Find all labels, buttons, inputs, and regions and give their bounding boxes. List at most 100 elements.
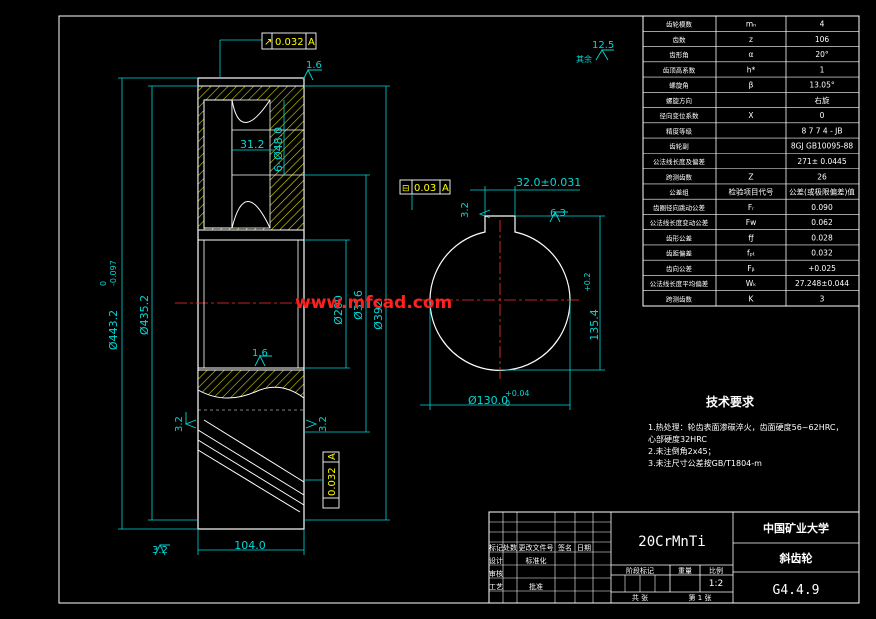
param-value: 13.05° bbox=[809, 81, 834, 90]
face-width-label: 104.0 bbox=[234, 539, 266, 552]
title-block-cell: 标记 bbox=[489, 543, 503, 552]
title-block: 标记处数更改文件号签名日期设计标准化审核工艺批准 20CrMnTi 中国矿业大学… bbox=[488, 511, 860, 604]
hub-outer-label: Ø200 bbox=[332, 295, 345, 325]
param-value: +0.025 bbox=[808, 264, 836, 273]
param-value: 20° bbox=[815, 50, 829, 59]
roughness-overall-note: 其余 bbox=[576, 54, 592, 64]
param-name: 螺旋方向 bbox=[666, 96, 692, 105]
svg-text:⊟: ⊟ bbox=[402, 184, 410, 194]
param-value: 公差(或极限偏差)值 bbox=[789, 187, 855, 197]
param-value: 8 7 7 4 - JB bbox=[801, 126, 842, 135]
param-value: 0.062 bbox=[811, 218, 833, 227]
roughness-left-face: 3.2 bbox=[174, 416, 185, 432]
runout-side-datum: A bbox=[327, 453, 338, 460]
drawing-number: G4.4.9 bbox=[773, 583, 820, 598]
param-name: 齿向公差 bbox=[666, 264, 693, 273]
drawing-frame bbox=[58, 15, 860, 604]
tech-requirements-title: 技术要求 bbox=[706, 394, 755, 409]
bore-tol-upper: +0.04 bbox=[505, 389, 530, 398]
param-name: 公差组 bbox=[669, 188, 689, 197]
runout-side-value: 0.032 bbox=[327, 467, 338, 496]
root-diameter-label: Ø435.2 bbox=[138, 295, 151, 335]
param-symbol: K bbox=[749, 294, 755, 303]
svg-text:↗: ↗ bbox=[264, 37, 272, 48]
part-name: 斜齿轮 bbox=[779, 551, 813, 565]
tolerance-frame-key: ⊟ 0.03 A bbox=[399, 179, 451, 210]
param-name: 公法线长度及偏差 bbox=[653, 157, 706, 166]
param-symbol: 检验项目代号 bbox=[729, 187, 774, 197]
param-value: 26 bbox=[817, 172, 827, 181]
param-value: 0.028 bbox=[811, 233, 833, 242]
roughness-key-side: 3.2 bbox=[460, 202, 471, 218]
title-block-cell: 工艺 bbox=[489, 583, 503, 591]
parallel-key-value: 0.03 bbox=[414, 183, 436, 194]
param-value: 27.248±0.044 bbox=[795, 279, 849, 288]
tech-req-4: 3.未注尺寸公差按GB/T1804-m bbox=[648, 458, 762, 468]
tech-req-3: 2.未注倒角2x45； bbox=[648, 446, 716, 456]
param-symbol: fₚₜ bbox=[747, 249, 755, 258]
roughness-values: 1.6 1.6 3.2 3.2 3.2 3.2 6.3 12.5 其余 bbox=[152, 40, 614, 556]
param-name: 齿轮副 bbox=[669, 142, 689, 151]
param-name: 齿形公差 bbox=[666, 233, 693, 242]
param-symbol: Fᵦ bbox=[747, 264, 754, 273]
key-depth-tol: +0.2 bbox=[583, 273, 592, 292]
param-symbol: α bbox=[749, 50, 754, 59]
key-width-label: 32.0±0.031 bbox=[516, 176, 581, 189]
param-symbol: Fw bbox=[746, 218, 756, 227]
scale-value: 1:2 bbox=[709, 579, 723, 589]
hole-offset-label: 31.2 bbox=[240, 138, 265, 151]
param-value: 4 bbox=[820, 20, 825, 29]
tech-req-2: 心部硬度32HRC bbox=[648, 434, 707, 444]
tolerance-frame-side: 0.032 A bbox=[304, 451, 340, 509]
roughness-top: 1.6 bbox=[306, 60, 322, 71]
roughness-bottom: 3.2 bbox=[152, 545, 168, 556]
bore-diameter-label: Ø130.0 bbox=[468, 394, 508, 407]
param-symbol: Z bbox=[748, 172, 753, 181]
param-value: 3 bbox=[820, 294, 825, 303]
param-name: 齿数 bbox=[673, 35, 687, 44]
roughness-right-face: 3.2 bbox=[318, 416, 329, 432]
param-value: 0 bbox=[820, 111, 825, 120]
hole-count-label: 6- bbox=[272, 161, 285, 172]
param-symbol: X bbox=[748, 111, 753, 120]
param-symbol: Wₖ bbox=[746, 279, 757, 288]
param-name: 精度等级 bbox=[666, 126, 693, 135]
bore-dimension-text: 32.0±0.031 135.4 +0.2 Ø130.0 +0.04 0 bbox=[468, 176, 601, 408]
param-value: 0.032 bbox=[811, 249, 833, 258]
watermark: www.mfcad.com bbox=[295, 293, 452, 313]
rim-inner-label: Ø392 bbox=[372, 300, 385, 330]
param-name: 螺旋角 bbox=[669, 81, 689, 90]
gear-section-view bbox=[175, 77, 320, 530]
hole-diameter-label: Ø48.0 bbox=[272, 127, 285, 160]
title-block-cell: 更改文件号 bbox=[519, 543, 554, 552]
tech-requirements: 技术要求 1.热处理：轮齿表面渗碳淬火，齿面硬度56~62HRC， 心部硬度32… bbox=[648, 394, 843, 468]
param-name: 齿圈径向跳动公差 bbox=[653, 203, 706, 212]
roughness-overall: 12.5 bbox=[592, 40, 614, 51]
param-value: 1 bbox=[820, 65, 825, 74]
tip-diameter-tol-lower: -0.097 bbox=[109, 260, 118, 286]
param-symbol: β bbox=[749, 81, 754, 90]
left-dimensions bbox=[118, 39, 390, 555]
key-depth-label: 135.4 bbox=[588, 309, 601, 341]
title-block-cell: 标准化 bbox=[526, 556, 547, 565]
tech-req-1: 1.热处理：轮齿表面渗碳淬火，齿面硬度56~62HRC， bbox=[648, 422, 843, 432]
param-value: 0.090 bbox=[811, 203, 833, 212]
param-name: 跨测齿数 bbox=[666, 294, 693, 303]
param-name: 齿距偏差 bbox=[666, 249, 693, 258]
sheet-total: 共 张 bbox=[632, 593, 648, 602]
param-symbol: mₙ bbox=[746, 20, 756, 29]
sheet-number: 第 1 张 bbox=[689, 593, 712, 602]
param-value: 8GJ GB10095-88 bbox=[791, 142, 853, 151]
title-block-cell: 处数 bbox=[503, 543, 517, 552]
stage-label: 阶段标记 bbox=[626, 566, 654, 575]
tip-diameter-label: Ø443.2 bbox=[107, 310, 120, 350]
runout-top-datum: A bbox=[308, 37, 315, 48]
tolerance-frame-top: ↗ 0.032 A bbox=[261, 32, 317, 50]
bore-dimensions bbox=[420, 186, 605, 410]
weight-label: 重量 bbox=[678, 567, 692, 575]
title-block-cell: 批准 bbox=[529, 582, 543, 591]
param-name: 径向变位系数 bbox=[660, 111, 700, 120]
school-name: 中国矿业大学 bbox=[763, 521, 829, 535]
title-block-cell: 日期 bbox=[577, 544, 591, 552]
